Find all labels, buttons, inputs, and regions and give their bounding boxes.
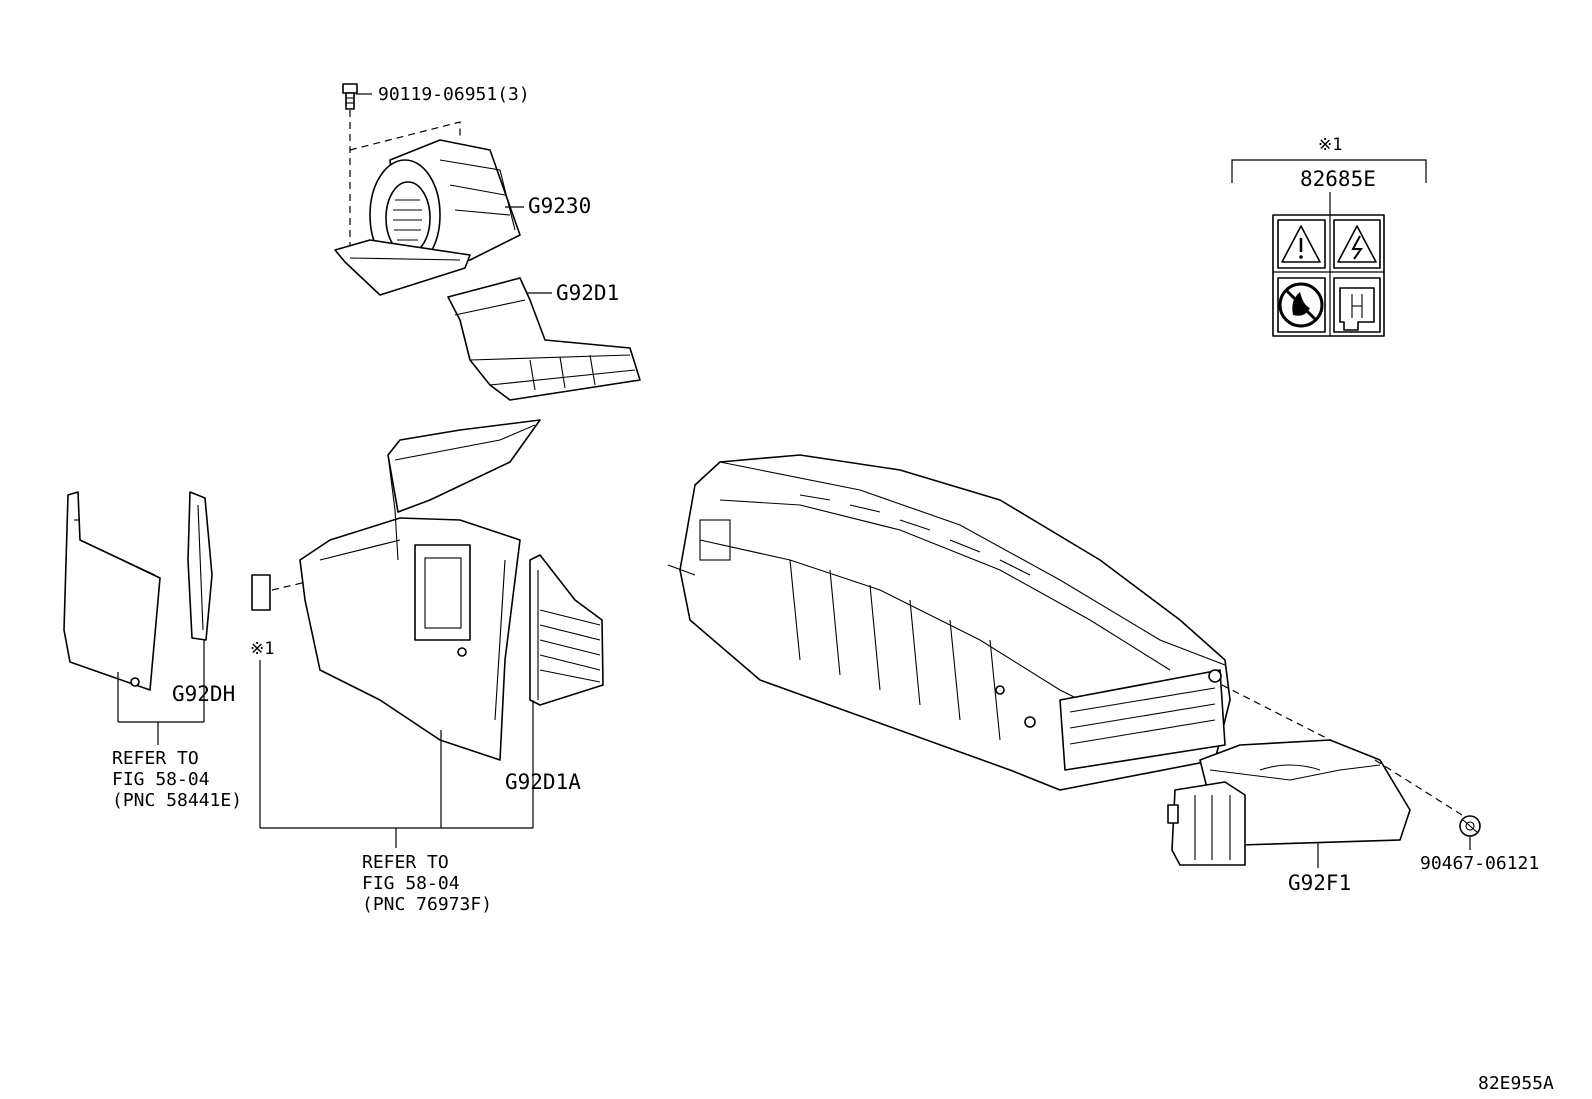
refer-left-line1: REFER TO [112,748,199,769]
no-disassembly-icon [1278,282,1324,328]
small-label [251,574,271,611]
battery-cover-part-number: G92F1 [1288,871,1351,895]
clip-icon [1459,815,1481,837]
panel-note-mark: ※1 [250,639,274,659]
figure-id: 82E955A [1478,1073,1554,1094]
high-voltage-icon [1337,225,1377,263]
blower-part-number: G9230 [528,194,591,218]
caution-label [1272,214,1385,337]
upper-duct [447,277,641,401]
left-side-cover [63,491,213,691]
upper-duct-part-number: G92D1 [556,281,619,305]
lower-duct-part-number: G92D1A [505,770,581,794]
battery-cover [1167,739,1411,866]
refer-left-line2: FIG 58-04 [112,769,210,790]
clip-part-number: 90467-06121 [1420,853,1539,874]
bolt-icon [342,83,358,110]
caution-label-part-number: 82685E [1300,167,1376,191]
warning-triangle-icon [1281,225,1321,263]
label-note-mark: ※1 [1318,135,1342,155]
cover-left-part-number: G92DH [172,682,235,706]
bolt-part-number: 90119-06951(3) [378,84,530,105]
lower-duct [529,554,604,706]
refer-center-line2: FIG 58-04 [362,873,460,894]
center-trim-panel [299,419,541,761]
blower-assembly [334,121,521,296]
refer-center-line3: (PNC 76973F) [362,894,492,915]
refer-center-line1: REFER TO [362,852,449,873]
manual-icon [1339,287,1375,331]
battery-assembly [667,454,1231,791]
refer-left-line3: (PNC 58441E) [112,790,242,811]
